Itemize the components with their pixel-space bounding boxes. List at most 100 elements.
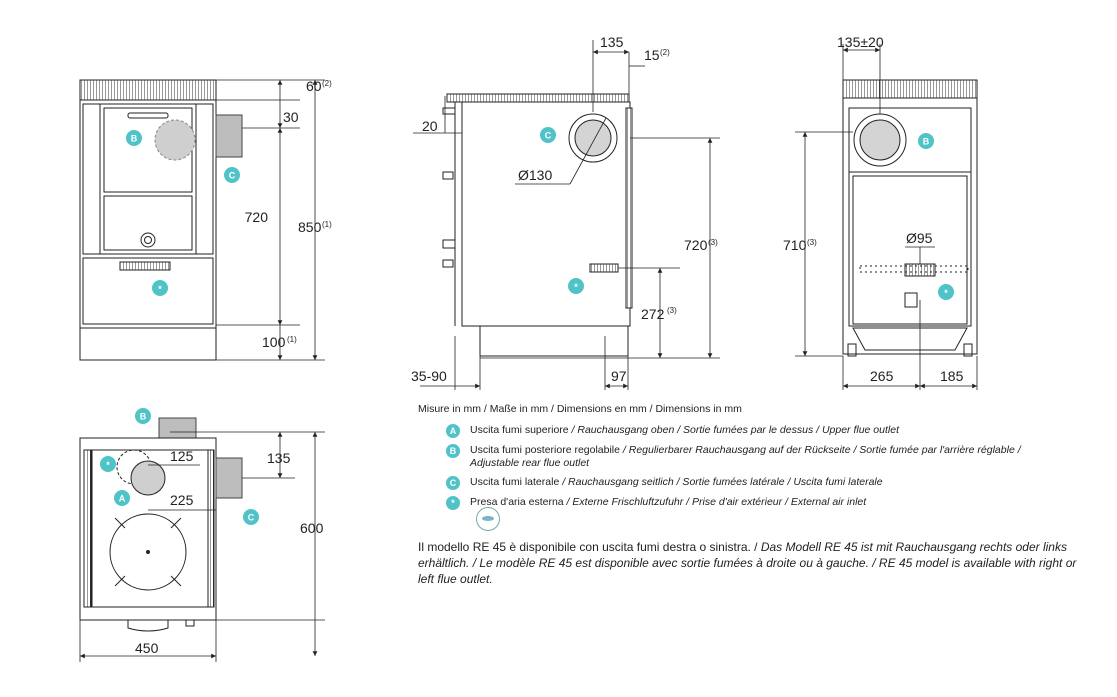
side-dim-air-inlet-height-note: (3) — [667, 306, 677, 315]
top-side-flue-pipe — [215, 457, 243, 499]
top-pot-support-1 — [114, 517, 126, 529]
side-knob-4 — [442, 259, 454, 268]
top-rear-flue-pipe — [158, 417, 197, 439]
rear-view — [842, 79, 978, 357]
front-rear-flue-pipe — [154, 119, 196, 161]
badge-c-front: C — [224, 167, 240, 183]
rear-foot-right — [963, 343, 973, 357]
side-knob-1 — [442, 107, 456, 115]
badge-b-top: B — [135, 408, 151, 424]
top-handle — [127, 620, 169, 632]
front-door-handle — [127, 112, 169, 119]
badge-a-top: A — [114, 490, 130, 506]
legend-text-air: Presa d'aria esterna / Externe Frischluf… — [470, 496, 1078, 533]
rear-dim-left-width: 265 — [870, 368, 894, 384]
rear-foot-left — [847, 343, 857, 357]
top-hob-right-strip — [207, 449, 215, 608]
svg-text:A: A — [119, 494, 126, 504]
top-flue-pipe — [130, 460, 166, 496]
side-base — [479, 325, 629, 357]
rear-dim-flue-height: 710 — [783, 237, 807, 253]
front-ash-knob-inner — [144, 236, 152, 244]
svg-text:C: C — [248, 513, 255, 523]
side-dim-top-offset: 20 — [422, 118, 438, 134]
svg-text:C: C — [229, 171, 236, 181]
rear-flue-pipe — [859, 119, 901, 161]
front-left-panel — [82, 103, 101, 255]
svg-text:*: * — [944, 288, 948, 298]
svg-text:*: * — [574, 282, 578, 292]
top-dim-depth: 600 — [300, 520, 324, 536]
legend-cont-b: Adjustable rear flue outlet — [470, 457, 590, 469]
svg-text:B: B — [131, 134, 138, 144]
rear-vent-slots — [859, 265, 969, 273]
legend-rest-b: / Regulierbarer Rauchausgang auf der Rüc… — [619, 444, 1021, 456]
badge-air-rear: * — [938, 284, 954, 300]
legend: Misure in mm / Maße in mm / Dimensions e… — [418, 403, 1078, 587]
legend-main-b: Uscita fumi posteriore regolabile — [470, 444, 620, 456]
rear-dim-air-inlet-diameter: Ø95 — [906, 230, 933, 246]
rear-small-hatch — [904, 292, 918, 308]
legend-note: Il modello RE 45 è disponibile con uscit… — [418, 539, 1078, 587]
side-dim-wall-distance: 35-90 — [411, 368, 447, 384]
legend-units: Misure in mm / Maße in mm / Dimensions e… — [418, 403, 742, 415]
legend-text-a: Uscita fumi superiore / Rauchausgang obe… — [470, 424, 1078, 437]
legend-main-air: Presa d'aria esterna — [470, 496, 564, 508]
front-upper-frame — [82, 103, 214, 255]
side-dim-flue-diameter: Ø130 — [518, 167, 552, 183]
badge-air-front: * — [152, 280, 168, 296]
side-dim-flue-from-back: 135 — [600, 34, 624, 50]
front-dim-total-height-note: (1) — [322, 220, 332, 229]
legend-rest-a: / Rauchausgang oben / Sortie fumées par … — [568, 424, 899, 436]
legend-note-main: Il modello RE 45 è disponibile con uscit… — [418, 540, 761, 554]
side-dim-flue-height-note: (3) — [708, 238, 718, 247]
rear-dim-flue-height-note: (3) — [807, 238, 817, 247]
legend-main-c: Uscita fumi laterale — [470, 476, 560, 488]
side-dim-back-gap-note: (2) — [660, 48, 670, 57]
top-dim-side-flue-offset: 135 — [267, 450, 291, 466]
front-dim-base-height-note: (1) — [287, 335, 297, 344]
side-air-inlet — [589, 263, 619, 273]
front-ash-door — [103, 195, 193, 251]
top-body — [79, 437, 217, 621]
svg-text:B: B — [923, 137, 930, 147]
rear-dimension-lines — [795, 44, 978, 390]
side-dimension-lines — [413, 40, 720, 390]
side-view — [442, 93, 633, 357]
front-dim-total-height: 850 — [298, 219, 322, 235]
side-dim-air-inlet-height: 272 — [641, 306, 665, 322]
side-back-panel — [625, 107, 633, 309]
rear-dim-flue-offset: 135±20 — [837, 34, 884, 50]
legend-main-a: Uscita fumi superiore — [470, 424, 569, 436]
svg-text:B: B — [140, 412, 147, 422]
rear-ash-tray — [852, 327, 968, 351]
badge-air-side: * — [568, 278, 584, 294]
top-dim-width: 450 — [135, 640, 159, 656]
front-dim-flue-height: 720 — [245, 209, 269, 225]
side-dim-flue-height: 720 — [684, 237, 708, 253]
top-hob-left-strip — [83, 449, 92, 608]
side-flue-pipe — [574, 119, 612, 157]
badge-c-top: C — [243, 509, 259, 525]
badge-air-top: * — [100, 456, 116, 472]
top-foot — [185, 619, 195, 627]
front-drawer — [82, 257, 214, 325]
legend-badge-c: C — [446, 476, 460, 490]
legend-item-air: * Presa d'aria esterna / Externe Frischl… — [418, 496, 1078, 533]
side-top-plate — [446, 93, 630, 103]
rear-dim-right-width: 185 — [940, 368, 964, 384]
top-dimension-lines — [79, 431, 325, 662]
legend-item-b: B Uscita fumi posteriore regolabile / Re… — [418, 444, 1078, 470]
top-cooking-ring — [109, 513, 187, 591]
front-dim-base-height: 100 — [262, 334, 286, 350]
legend-badge-a: A — [446, 424, 460, 438]
top-cooking-ring-center — [146, 550, 150, 554]
front-ash-knob — [140, 232, 156, 248]
legend-item-c: C Uscita fumi laterale / Rauchausgang se… — [418, 476, 1078, 490]
front-drawer-vent — [119, 261, 171, 271]
front-dimension-lines — [216, 79, 325, 361]
top-pot-support-4 — [170, 575, 182, 587]
side-knob-2 — [442, 171, 454, 180]
legend-badge-b: B — [446, 444, 460, 458]
svg-text:C: C — [545, 131, 552, 141]
